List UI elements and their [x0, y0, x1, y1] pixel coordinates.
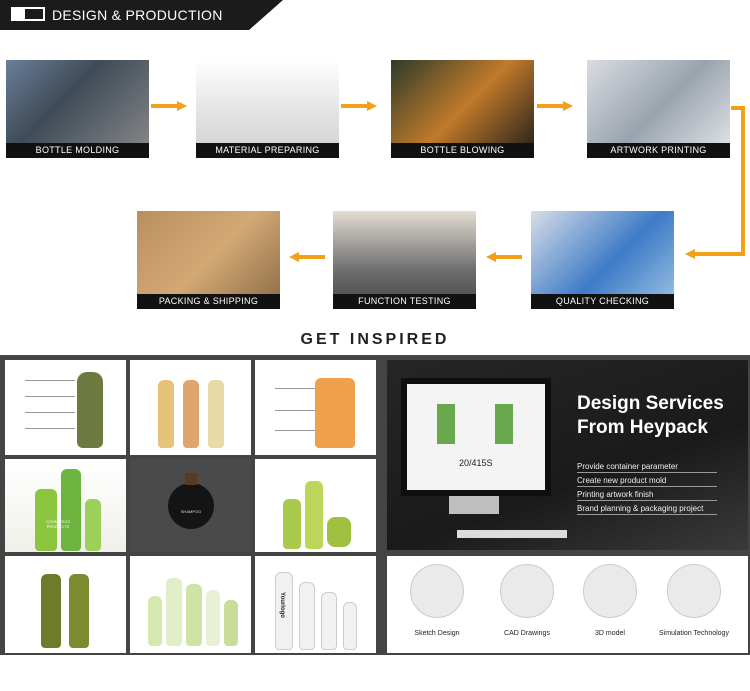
promo-title-line: From Heypack [577, 417, 708, 438]
promo-item: Create new product mold [577, 476, 717, 487]
arrow-right-icon [151, 101, 187, 111]
step-label: ARTWORK PRINTING [587, 143, 730, 158]
step-label: BOTTLE BLOWING [391, 143, 534, 158]
service-label: Sketch Design [414, 630, 460, 637]
product-image-green-bottle-drawing [5, 360, 126, 455]
step-bottle-blowing: BOTTLE BLOWING [391, 60, 534, 158]
cad-icon [500, 564, 554, 618]
sketch-icon [410, 564, 464, 618]
service-simulation-technology: Simulation Technology [659, 564, 729, 637]
arrow-left-icon [685, 249, 695, 259]
monitor-stand [449, 496, 499, 514]
product-image-spray-bottles [130, 360, 251, 455]
step-label: PACKING & SHIPPING [137, 294, 280, 309]
promo-item: Brand planning & packaging project [577, 504, 717, 515]
step-artwork-printing: ARTWORK PRINTING [587, 60, 730, 158]
promo-item: Printing artwork finish [577, 490, 717, 501]
service-cad-drawings: CAD Drawings [497, 564, 557, 637]
step-label: BOTTLE MOLDING [6, 143, 149, 158]
yourlogo-text: Yourlogo [278, 592, 285, 618]
step-function-testing: FUNCTION TESTING [333, 211, 476, 309]
cosmetic-label: COSMETICS PRODUCTS [46, 519, 70, 529]
step-label: FUNCTION TESTING [333, 294, 476, 309]
header-square-icon [11, 7, 45, 21]
promo-title-line: Design Services [577, 393, 724, 414]
screen-label: 20/415S [459, 458, 493, 468]
get-inspired-title: GET INSPIRED [300, 331, 450, 348]
step-quality-checking: QUALITY CHECKING [531, 211, 674, 309]
service-label: 3D model [595, 630, 625, 637]
arrow-right-icon [341, 101, 377, 111]
service-3d-model: 3D model [580, 564, 640, 637]
promo-title: Design Services From Heypack [577, 392, 747, 440]
connector-line [694, 252, 745, 256]
product-image-white-logo-bottles: Yourlogo [255, 556, 376, 653]
product-image-clear-spray-bottles [130, 556, 251, 653]
arrow-left-icon [486, 252, 522, 262]
arrow-right-icon [537, 101, 573, 111]
product-image-orange-bottle-drawing [255, 360, 376, 455]
section-header: DESIGN & PRODUCTION [0, 0, 750, 30]
service-sketch-design: Sketch Design [407, 564, 467, 637]
product-image-green-jars [255, 459, 376, 552]
product-image-cosmetics-bottles: COSMETICS PRODUCTS [5, 459, 126, 552]
simulation-icon [667, 564, 721, 618]
promo-item: Provide container parameter [577, 462, 717, 473]
header-title: DESIGN & PRODUCTION [52, 7, 223, 23]
design-services-promo: 20/415S Design Services From Heypack Pro… [387, 360, 748, 550]
connector-line [741, 106, 745, 256]
services-row: Sketch Design CAD Drawings 3D model Simu… [387, 556, 748, 653]
service-label: Simulation Technology [659, 630, 729, 637]
connector-line [731, 106, 745, 110]
product-image-amber-pump-bottles [5, 556, 126, 653]
step-packing-shipping: PACKING & SHIPPING [137, 211, 280, 309]
step-label: QUALITY CHECKING [531, 294, 674, 309]
step-label: MATERIAL PREPARING [196, 143, 339, 158]
arrow-left-icon [289, 252, 325, 262]
model-icon [583, 564, 637, 618]
keyboard [457, 530, 567, 538]
step-material-preparing: MATERIAL PREPARING [196, 60, 339, 158]
service-label: CAD Drawings [504, 630, 550, 637]
step-bottle-molding: BOTTLE MOLDING [6, 60, 149, 158]
monitor: 20/415S [401, 378, 551, 496]
product-image-shampoo-bottle: SHAMPOO [130, 459, 251, 552]
shampoo-label: SHAMPOO [180, 509, 202, 514]
header-bar [0, 0, 283, 30]
